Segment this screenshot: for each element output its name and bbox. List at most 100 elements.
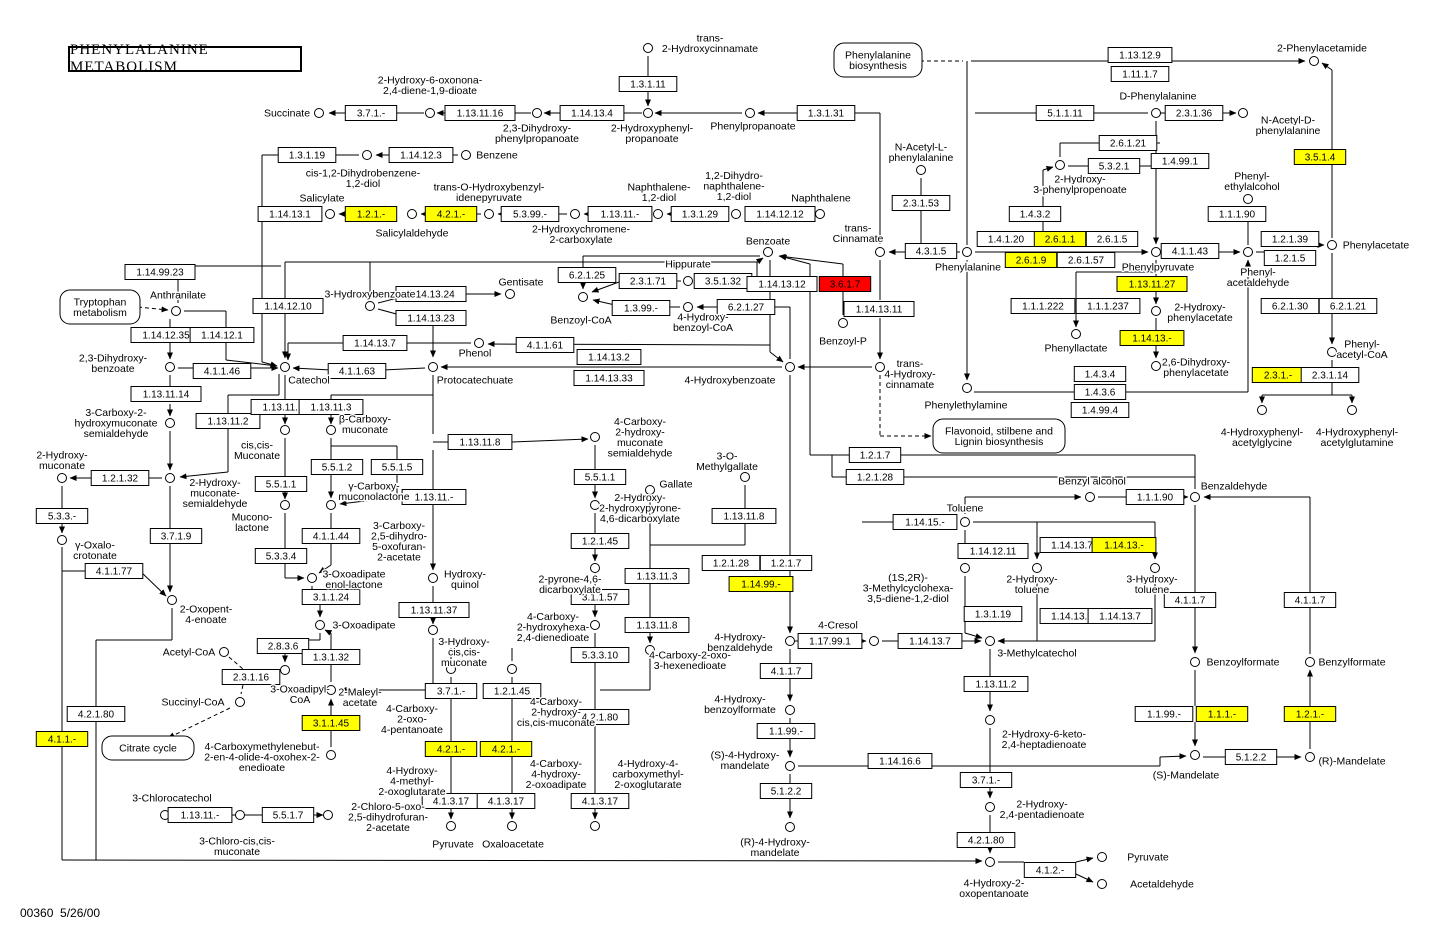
compound-node[interactable] (785, 761, 795, 771)
compound-node[interactable] (171, 306, 181, 316)
ec-box-1.13.11.-[interactable] (401, 489, 467, 505)
ec-box-4.3.1.5[interactable] (904, 243, 958, 259)
ec-box-3.6.1.7[interactable] (818, 276, 872, 292)
compound-node[interactable] (425, 108, 435, 118)
compound-node[interactable] (407, 209, 417, 219)
ec-box-1.14.13.12[interactable] (746, 276, 818, 292)
compound-node[interactable] (474, 338, 484, 348)
compound-node[interactable] (446, 664, 456, 674)
compound-node[interactable] (1055, 160, 1065, 170)
ec-box-6.2.1.27[interactable] (716, 299, 776, 315)
compound-node[interactable] (1071, 329, 1081, 339)
ec-box-1.3.1.29[interactable] (670, 206, 730, 222)
compound-node[interactable] (323, 810, 333, 820)
ec-box-5.1.1.11[interactable] (1035, 105, 1095, 121)
compound-node[interactable] (653, 209, 663, 219)
compound-node[interactable] (219, 647, 229, 657)
ec-box-3.1.1.24[interactable] (301, 589, 361, 605)
compound-node[interactable] (165, 473, 175, 483)
compound-node[interactable] (505, 289, 515, 299)
compound-node[interactable] (1150, 563, 1160, 573)
ec-box-1.4.3.2[interactable] (1008, 206, 1062, 222)
compound-node[interactable] (1097, 879, 1107, 889)
ec-box-4.1.1.7[interactable] (759, 663, 813, 679)
pathway-link-box[interactable] (59, 289, 141, 325)
ec-box-1.14.13.2[interactable] (576, 349, 642, 365)
compound-node[interactable] (428, 362, 438, 372)
compound-node[interactable] (916, 165, 926, 175)
ec-box-1.4.3.6[interactable] (1073, 384, 1127, 400)
compound-node[interactable] (326, 425, 336, 435)
compound-node[interactable] (1327, 347, 1337, 357)
ec-box-1.14.12.3[interactable] (388, 147, 454, 163)
ec-box-3.7.1.9[interactable] (149, 528, 203, 544)
compound-node[interactable] (643, 108, 653, 118)
ec-box-2.6.1.21[interactable] (1098, 135, 1158, 151)
compound-node[interactable] (1190, 750, 1200, 760)
compound-node[interactable] (280, 665, 290, 675)
ec-box-2.8.3.6[interactable] (256, 638, 310, 654)
ec-box-1.1.1.-[interactable] (1195, 706, 1249, 722)
ec-box-5.5.1.5[interactable] (370, 459, 424, 475)
ec-box-4.1.1.43[interactable] (1160, 243, 1220, 259)
compound-node[interactable] (645, 485, 655, 495)
compound-node[interactable] (235, 810, 245, 820)
ec-box-4.1.3.17[interactable] (570, 793, 630, 809)
compound-node[interactable] (1257, 405, 1267, 415)
ec-box-1.14.13.7[interactable] (1087, 608, 1153, 624)
ec-box-5.3.99.-[interactable] (500, 206, 560, 222)
ec-box-2.6.1.5[interactable] (1085, 231, 1139, 247)
compound-node[interactable] (785, 705, 795, 715)
ec-box-1.14.13.11[interactable] (843, 301, 915, 317)
ec-box-1.2.1.28[interactable] (845, 469, 905, 485)
ec-box-4.2.1.80[interactable] (66, 706, 126, 722)
compound-node[interactable] (165, 418, 175, 428)
ec-box-1.2.1.45[interactable] (570, 533, 630, 549)
ec-box-6.2.1.21[interactable] (1318, 298, 1378, 314)
compound-node[interactable] (315, 620, 325, 630)
ec-box-4.1.1.7[interactable] (1283, 592, 1337, 608)
ec-box-3.7.1.-[interactable] (344, 105, 398, 121)
ec-box-5.1.2.2[interactable] (1224, 749, 1278, 765)
compound-node[interactable] (985, 802, 995, 812)
ec-box-1.2.1.5[interactable] (1263, 250, 1317, 266)
ec-box-4.1.1.44[interactable] (301, 528, 361, 544)
ec-box-1.13.11.14[interactable] (130, 386, 202, 402)
ec-box-1.4.99.4[interactable] (1070, 402, 1130, 418)
ec-box-1.2.1.39[interactable] (1260, 231, 1320, 247)
compound-node[interactable] (167, 595, 177, 605)
compound-node[interactable] (461, 150, 471, 160)
ec-box-1.1.1.90[interactable] (1125, 489, 1185, 505)
ec-box-1.1.1.237[interactable] (1075, 298, 1141, 314)
ec-box-1.2.1.28[interactable] (701, 555, 761, 571)
ec-box-1.2.1.-[interactable] (344, 206, 398, 222)
ec-box-1.3.1.19[interactable] (277, 147, 337, 163)
ec-box-1.14.13.1[interactable] (257, 206, 323, 222)
compound-node[interactable] (763, 247, 773, 257)
ec-box-1.14.13.33[interactable] (573, 370, 645, 386)
compound-node[interactable] (280, 362, 290, 372)
ec-box-1.14.16.6[interactable] (867, 753, 933, 769)
ec-box-1.13.11.2[interactable] (195, 413, 261, 429)
ec-box-4.1.1.7[interactable] (1163, 592, 1217, 608)
compound-node[interactable] (1243, 247, 1253, 257)
compound-node[interactable] (578, 292, 588, 302)
compound-node[interactable] (683, 302, 693, 312)
ec-box-1.2.1.32[interactable] (90, 470, 150, 486)
ec-box-1.14.15.-[interactable] (892, 514, 958, 530)
ec-box-5.5.1.7[interactable] (261, 807, 315, 823)
ec-box-1.3.99.-[interactable] (611, 300, 671, 316)
ec-box-1.13.11.2[interactable] (963, 676, 1029, 692)
compound-node[interactable] (985, 857, 995, 867)
ec-box-1.13.11.8[interactable] (711, 508, 777, 524)
compound-node[interactable] (1327, 240, 1337, 250)
compound-node[interactable] (57, 535, 67, 545)
ec-box-3.1.1.57[interactable] (570, 589, 630, 605)
compound-node[interactable] (484, 209, 494, 219)
compound-node[interactable] (785, 822, 795, 832)
ec-box-1.2.1.-[interactable] (1283, 706, 1337, 722)
compound-node[interactable] (1190, 492, 1200, 502)
ec-box-1.13.11.3[interactable] (298, 399, 364, 415)
compound-node[interactable] (1151, 108, 1161, 118)
ec-box-1.13.11.8[interactable] (447, 434, 513, 450)
